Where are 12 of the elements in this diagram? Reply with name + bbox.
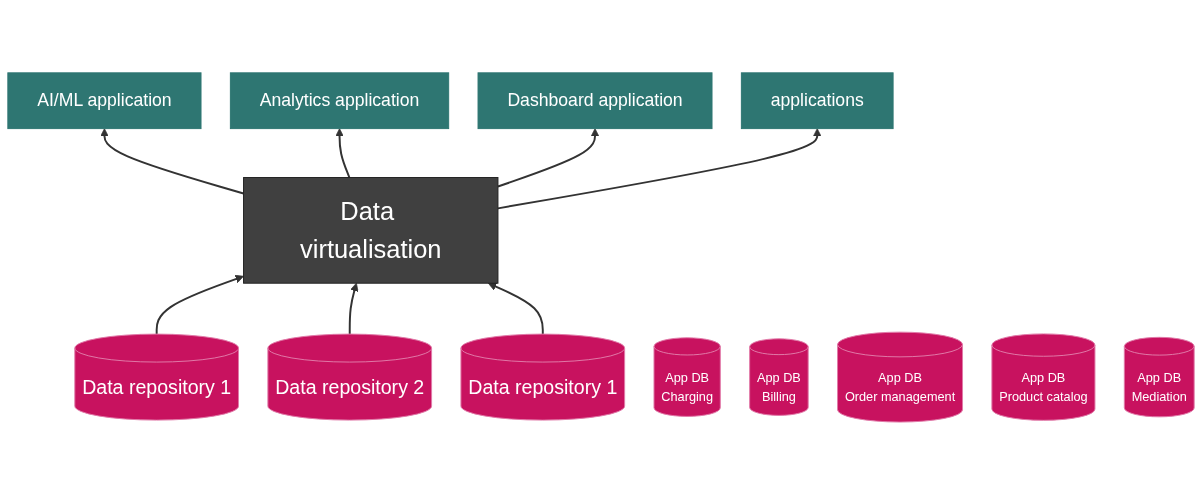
- node-box: AI/ML application: [7, 72, 202, 130]
- arrow: [100, 128, 245, 195]
- node-box: Data virtualisation: [243, 177, 499, 284]
- arrow: [335, 128, 351, 179]
- node-box: applications: [740, 72, 894, 130]
- node-box: Analytics application: [229, 72, 450, 130]
- arrow: [496, 128, 822, 210]
- arrow: [487, 282, 544, 336]
- arrow: [155, 274, 244, 336]
- arrow: [348, 282, 359, 336]
- node-box: Dashboard application: [477, 72, 713, 130]
- arrow: [496, 128, 600, 188]
